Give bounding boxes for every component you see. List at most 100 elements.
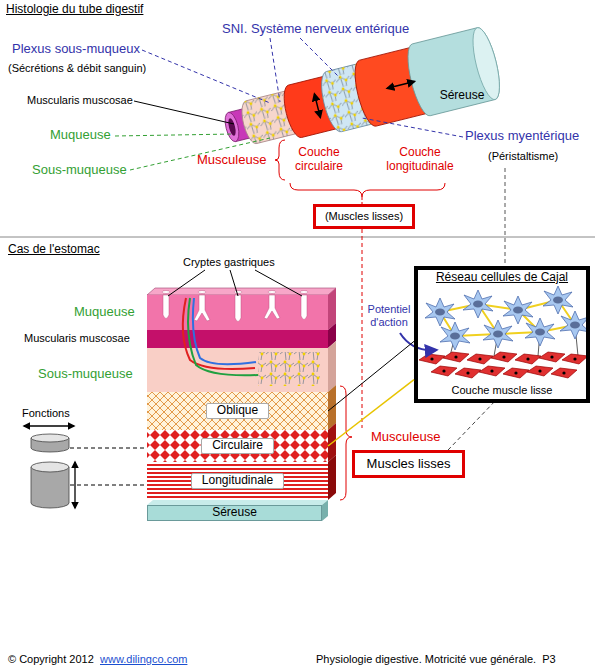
cajal-cell bbox=[483, 320, 513, 348]
layer-box: Muscles lisses bbox=[352, 450, 465, 478]
mucosa-face bbox=[223, 111, 242, 143]
leader-line bbox=[362, 229, 363, 428]
cajal-cell bbox=[425, 298, 455, 326]
muscle-cell bbox=[562, 354, 588, 364]
leader-line bbox=[70, 485, 147, 486]
mucosa-top bbox=[147, 288, 336, 295]
muscle-cell bbox=[539, 352, 565, 362]
muscle-cell bbox=[515, 354, 541, 364]
crypt-pit bbox=[268, 291, 276, 294]
cell-contact bbox=[450, 325, 578, 356]
text-label: www.dilingco.com bbox=[100, 653, 187, 666]
text-label: Fonctions bbox=[22, 407, 70, 420]
muscle-cell bbox=[455, 368, 481, 378]
cajal-cell bbox=[503, 296, 533, 324]
cajal-network bbox=[400, 266, 590, 403]
cajal-cell bbox=[560, 311, 590, 339]
crypt bbox=[301, 295, 307, 320]
crypt-pit bbox=[162, 291, 170, 294]
node-text: Circulaire bbox=[201, 438, 274, 454]
muscle-cell bbox=[419, 354, 445, 364]
brace bbox=[290, 183, 445, 197]
text-label: Cas de l'estomac bbox=[8, 243, 100, 257]
digestive-tube bbox=[217, 25, 505, 164]
muscle-cell bbox=[503, 368, 529, 378]
crypt-pit bbox=[198, 291, 206, 294]
crypt bbox=[264, 295, 280, 319]
cajal-cell bbox=[463, 290, 493, 318]
layer-box: (Muscles lisses) bbox=[313, 204, 415, 229]
text-label: Plexus myentérique bbox=[465, 129, 579, 144]
inset-background bbox=[414, 266, 590, 403]
text-label: Couche circulaire bbox=[288, 146, 350, 174]
serosa-band bbox=[147, 505, 322, 521]
layer-box: Séreuse bbox=[147, 505, 322, 521]
text-label: (Péristaltisme) bbox=[488, 150, 558, 163]
layer-box: Séreuse bbox=[437, 88, 487, 104]
mucosa-band bbox=[147, 295, 328, 330]
leader-line bbox=[270, 38, 280, 102]
node-text: (Muscles lisses) bbox=[325, 210, 403, 223]
blood-vessel bbox=[193, 298, 256, 364]
cajal-cell bbox=[543, 286, 573, 314]
connector-line bbox=[448, 403, 493, 450]
bracket bbox=[340, 386, 352, 500]
contraction-arrow bbox=[387, 82, 414, 89]
lymph-vessel bbox=[188, 298, 258, 375]
crypt bbox=[163, 295, 169, 319]
layer-box: Longitudinale bbox=[147, 462, 328, 500]
crypt bbox=[235, 295, 241, 322]
leader-line bbox=[130, 138, 270, 170]
text-label: Muqueuse bbox=[74, 305, 135, 320]
disc-top bbox=[31, 434, 69, 442]
crypt-pit bbox=[300, 291, 308, 294]
side-face bbox=[328, 341, 336, 392]
text-label: © Copyright 2012 bbox=[8, 653, 94, 666]
oblique-band bbox=[147, 392, 328, 430]
leader-line bbox=[168, 270, 205, 296]
node-text: Séreuse bbox=[212, 506, 257, 520]
leader-line bbox=[134, 101, 234, 124]
node-text: Séreuse bbox=[440, 89, 485, 103]
leader-lines bbox=[115, 38, 505, 428]
text-label: Plexus sous-muqueux bbox=[12, 42, 140, 57]
leader-line bbox=[505, 168, 506, 266]
stomach-leaders bbox=[24, 270, 352, 508]
layer-box: Circulaire bbox=[147, 430, 328, 462]
muscle-cell bbox=[491, 352, 517, 362]
muscle-cell bbox=[479, 366, 505, 376]
contraction-arrow bbox=[314, 94, 320, 117]
cajal-cell bbox=[525, 318, 555, 346]
text-label: Muscularis muscosae bbox=[24, 332, 130, 345]
cell-link bbox=[440, 300, 558, 312]
text-label: Muqueuse bbox=[50, 128, 111, 143]
node-text: Couche muscle lisse bbox=[452, 384, 553, 397]
function-arrow bbox=[24, 425, 74, 426]
leader-line bbox=[115, 134, 234, 136]
stomach-wall bbox=[147, 288, 336, 521]
layer-box: Oblique bbox=[147, 392, 328, 430]
submucosal-plexus bbox=[258, 352, 320, 386]
leader-line bbox=[255, 270, 302, 296]
function-cylinders bbox=[31, 434, 69, 508]
action-potential-arrow bbox=[400, 333, 436, 350]
leader-line bbox=[362, 118, 463, 137]
layer-box: Réseau cellules de CajalCouche muscle li… bbox=[414, 266, 590, 403]
node-text: Réseau cellules de Cajal bbox=[436, 271, 568, 285]
leader-line bbox=[300, 38, 340, 78]
leader-line bbox=[70, 448, 147, 449]
side-face bbox=[328, 288, 336, 330]
node-text: Muscles lisses bbox=[367, 457, 451, 472]
muscularis-mucosae-band bbox=[147, 330, 328, 348]
text-label: Physiologie digestive. Motricité vue gén… bbox=[316, 653, 556, 666]
text-label: Histologie du tube digestif bbox=[6, 3, 143, 17]
cylinder-top bbox=[31, 462, 69, 472]
text-label: Sous-muqueuse bbox=[32, 163, 127, 178]
separator-line bbox=[0, 237, 595, 238]
text-label: SNI. Système nerveux entérique bbox=[222, 22, 409, 37]
muscle-cell bbox=[443, 352, 469, 362]
text-label: Cryptes gastriques bbox=[183, 256, 275, 269]
longitudinal-band bbox=[147, 462, 328, 500]
crypt-pit bbox=[234, 291, 242, 294]
